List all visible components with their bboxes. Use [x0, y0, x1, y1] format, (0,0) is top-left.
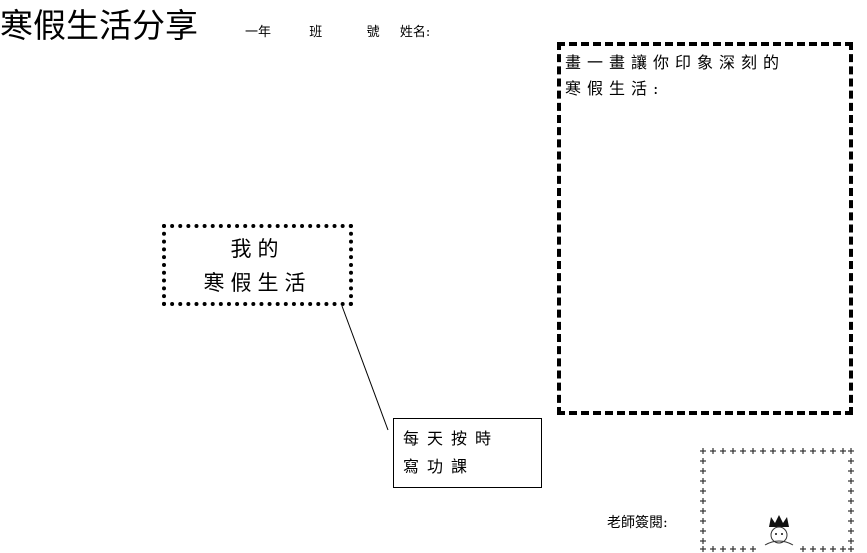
teacher-sign-box[interactable]	[699, 447, 855, 553]
sub-topic-box: 每天按時 寫功課	[393, 418, 542, 488]
name-label: 姓名:	[399, 25, 431, 40]
sub-topic-line2: 寫功課	[403, 457, 476, 476]
drawing-prompt-line2: 寒假生活:	[565, 79, 665, 98]
class-info-line: 一年 班 號 姓名:	[245, 21, 430, 40]
topic-bubble: 我的 寒假生活	[162, 224, 353, 306]
teacher-sign-label: 老師簽閱:	[607, 515, 668, 531]
drawing-area[interactable]	[557, 42, 853, 415]
topic-line2: 寒假生活	[203, 271, 312, 295]
sub-topic-line1: 每天按時	[403, 429, 500, 448]
drawing-prompt: 畫一畫讓你印象深刻的 寒假生活:	[565, 50, 855, 102]
grade-label: 一年	[245, 25, 272, 40]
topic-line1: 我的	[230, 237, 285, 261]
number-label: 號	[366, 25, 380, 40]
class-label: 班	[309, 25, 323, 40]
crown-character-icon	[764, 515, 794, 546]
page-title: 寒假生活分享	[0, 6, 198, 45]
drawing-prompt-line1: 畫一畫讓你印象深刻的	[565, 53, 786, 72]
